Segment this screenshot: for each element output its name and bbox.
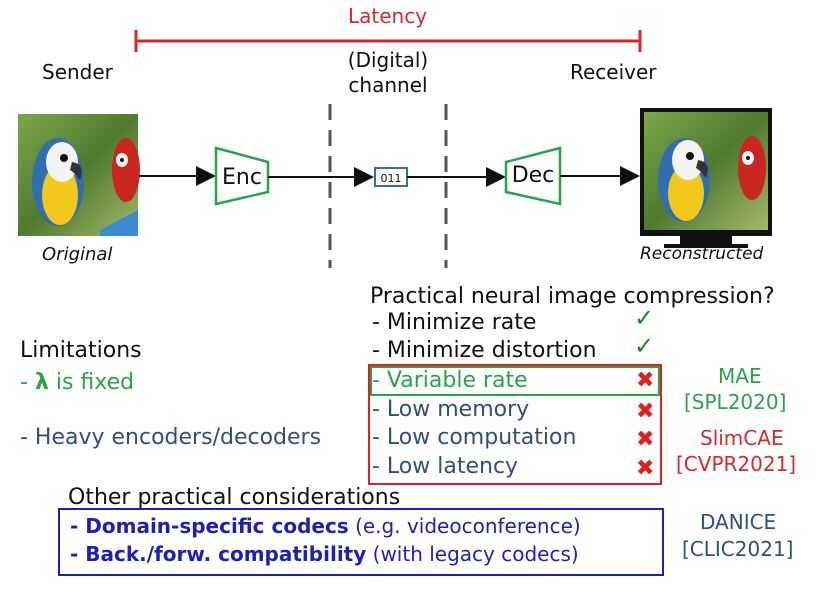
cross-icon: ✖ bbox=[636, 368, 655, 393]
practical-title: Practical neural image compression? bbox=[370, 284, 775, 309]
limitations-box bbox=[368, 364, 662, 485]
practical-item-variable-rate: - Variable rate bbox=[372, 368, 528, 393]
limitation-rest: is fixed bbox=[48, 370, 135, 395]
ref-slim-name: SlimCAE bbox=[700, 426, 784, 450]
other-title: Other practical considerations bbox=[68, 485, 401, 510]
other-line1-rest: (e.g. videoconference) bbox=[348, 514, 581, 538]
check-icon: ✓ bbox=[634, 304, 655, 332]
other-line1-bold: - Domain-specific codecs bbox=[70, 514, 349, 538]
practical-item-memory: - Low memory bbox=[372, 397, 530, 422]
encoder-block bbox=[214, 146, 270, 206]
channel-label-line2: channel bbox=[348, 73, 428, 97]
limitations-title: Limitations bbox=[20, 338, 142, 363]
limitation-prefix: - bbox=[20, 370, 35, 395]
cross-icon: ✖ bbox=[636, 456, 655, 481]
other-line-compat: - Back./forw. compatibility (with legacy… bbox=[70, 542, 579, 566]
decoder-label: Dec bbox=[512, 163, 555, 188]
lambda-symbol: λ bbox=[34, 370, 49, 395]
bits-label: 011 bbox=[381, 172, 402, 185]
check-icon: ✓ bbox=[634, 332, 655, 360]
latency-bar bbox=[134, 30, 642, 52]
channel-label: (Digital) channel bbox=[340, 48, 436, 98]
ref-mae-citation: [SPL2020] bbox=[684, 390, 787, 414]
cross-icon: ✖ bbox=[636, 427, 655, 452]
latency-label: Latency bbox=[348, 4, 428, 28]
original-image bbox=[18, 114, 140, 236]
other-line2-rest: (with legacy codecs) bbox=[366, 542, 579, 566]
other-box bbox=[58, 508, 664, 576]
channel-label-line1: (Digital) bbox=[347, 48, 429, 72]
limitation-lambda-fixed: - λ is fixed bbox=[20, 370, 134, 395]
ref-mae-name: MAE bbox=[718, 364, 762, 388]
limitation-heavy-codecs: - Heavy encoders/decoders bbox=[20, 425, 322, 450]
ref-slim-citation: [CVPR2021] bbox=[676, 452, 797, 476]
practical-item-rate: - Minimize rate bbox=[372, 310, 537, 335]
original-label: Original bbox=[42, 244, 113, 265]
variable-rate-box bbox=[370, 366, 660, 396]
ref-danice-name: DANICE bbox=[700, 510, 777, 534]
practical-item-distortion: - Minimize distortion bbox=[372, 338, 597, 363]
receiver-label: Receiver bbox=[570, 60, 657, 84]
encoder-label: Enc bbox=[222, 165, 262, 190]
other-line2-bold: - Back./forw. compatibility bbox=[70, 542, 367, 566]
practical-item-computation: - Low computation bbox=[372, 425, 577, 450]
cross-icon: ✖ bbox=[636, 399, 655, 424]
practical-item-latency: - Low latency bbox=[372, 454, 519, 479]
decoder-block bbox=[504, 146, 562, 206]
sender-label: Sender bbox=[42, 60, 113, 84]
ref-danice-citation: [CLIC2021] bbox=[682, 537, 794, 561]
pipeline-diagram: Enc 011 Dec bbox=[18, 100, 772, 268]
reconstructed-label: Reconstructed bbox=[640, 244, 764, 264]
other-line-domain: - Domain-specific codecs (e.g. videoconf… bbox=[70, 514, 581, 538]
monitor bbox=[640, 108, 772, 248]
